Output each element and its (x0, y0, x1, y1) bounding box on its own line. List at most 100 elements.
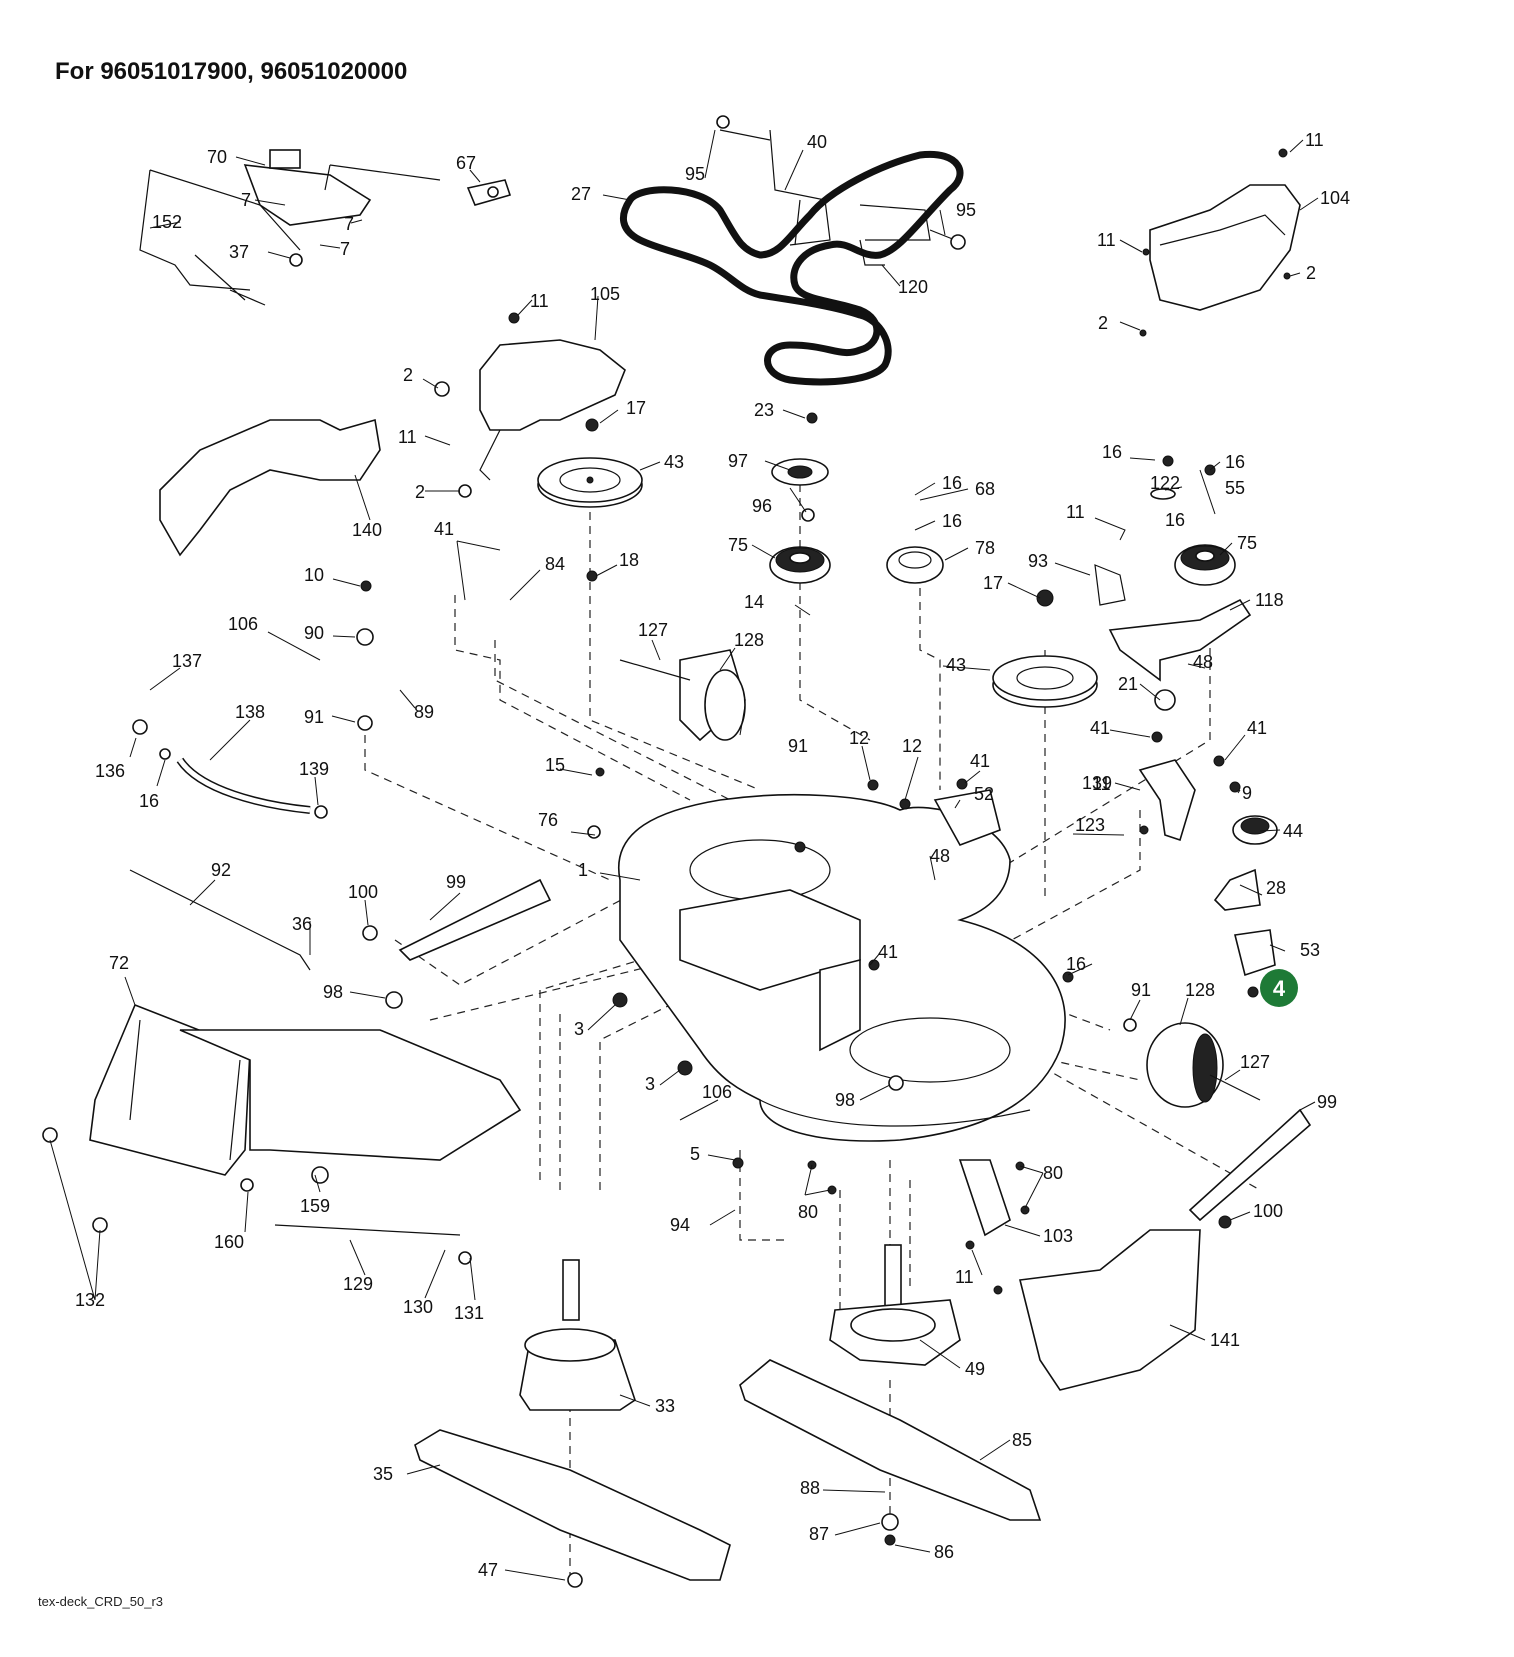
callout-label: 44 (1283, 821, 1303, 841)
callout-label: 138 (235, 702, 265, 722)
callout-label: 43 (664, 452, 684, 472)
callout-label: 132 (75, 1290, 105, 1310)
pulley-43-lower (992, 655, 1098, 708)
callout-label: 10 (304, 565, 324, 585)
callout-label: 2 (415, 482, 425, 502)
spindle-49 (829, 1244, 961, 1366)
callout-label: 27 (571, 184, 591, 204)
idler-97 (771, 458, 829, 486)
idler-75-left (769, 546, 831, 584)
callout-label: 41 (970, 751, 990, 771)
callout-label: 93 (1028, 551, 1048, 571)
callout-label: 91 (1131, 980, 1151, 1000)
callout-label: 128 (734, 630, 764, 650)
callout-label: 48 (930, 846, 950, 866)
callout-label: 16 (1102, 442, 1122, 462)
callout-label: 92 (211, 860, 231, 880)
rod-129 (274, 1224, 461, 1236)
callout-label: 128 (1185, 980, 1215, 1000)
callout-label: 48 (1193, 652, 1213, 672)
callout-label: 106 (702, 1082, 732, 1102)
discharge-chute-72 (89, 1003, 522, 1176)
callout-label: 16 (942, 511, 962, 531)
rod-92 (129, 869, 311, 971)
callout-label: 67 (456, 153, 476, 173)
callout-label: 2 (1098, 313, 1108, 333)
callout-label: 33 (655, 1396, 675, 1416)
callout-label: 16 (139, 791, 159, 811)
callout-label: 98 (323, 982, 343, 1002)
gauge-wheel-128-upper (619, 649, 746, 742)
callout-label: 86 (934, 1542, 954, 1562)
callout-label: 98 (835, 1090, 855, 1110)
callout-label: 14 (744, 592, 764, 612)
callout-label: 7 (344, 214, 354, 234)
callout-label: 70 (207, 147, 227, 167)
callout-label: 87 (809, 1524, 829, 1544)
callout-label: 9 (1242, 783, 1252, 803)
callout-label: 68 (975, 479, 995, 499)
deck-housing-1 (617, 793, 1066, 1142)
idler-bracket-118 (1108, 598, 1252, 711)
callout-label: 80 (798, 1202, 818, 1222)
callout-label: 96 (752, 496, 772, 516)
lift-linkage (139, 149, 441, 306)
callout-label: 7 (241, 190, 251, 210)
callout-label: 28 (1266, 878, 1286, 898)
callout-label: 118 (1255, 590, 1284, 610)
callout-label: 11 (530, 291, 549, 311)
callout-label: 7 (340, 239, 350, 259)
callout-label: 99 (1317, 1092, 1337, 1112)
callout-label: 41 (1090, 718, 1110, 738)
belt-guide-40-120 (716, 115, 966, 266)
callout-label: 95 (956, 200, 976, 220)
callout-label: 120 (898, 277, 928, 297)
assembly-dashed-lines (364, 470, 1261, 1580)
callout-label: 17 (983, 573, 1003, 593)
drive-belt (620, 150, 964, 386)
callout-label: 41 (434, 519, 454, 539)
callout-label: 76 (538, 810, 558, 830)
callout-label: 36 (292, 914, 312, 934)
callout-label: 139 (1082, 773, 1112, 793)
callout-label: 40 (807, 132, 827, 152)
highlight-badge: 4 (1260, 969, 1298, 1007)
callout-label: 3 (574, 1019, 584, 1039)
callout-label: 43 (946, 655, 966, 675)
callout-label: 12 (849, 728, 869, 748)
gauge-wheel-arm-99-right (1188, 1108, 1312, 1222)
callout-label: 84 (545, 554, 565, 574)
callout-label: 141 (1210, 1330, 1240, 1350)
spindle-33 (519, 1259, 636, 1411)
pulley-78 (886, 546, 944, 584)
callout-label: 16 (1066, 954, 1086, 974)
callout-label: 122 (1150, 473, 1180, 493)
callout-label: 127 (1240, 1052, 1270, 1072)
belt-cover-105 (479, 339, 626, 481)
callout-label: 41 (878, 942, 898, 962)
callout-label: 95 (685, 164, 705, 184)
idler-75-right (1174, 544, 1236, 586)
callout-label: 16 (942, 473, 962, 493)
baffle-141 (1019, 1229, 1201, 1391)
callout-label: 35 (373, 1464, 393, 1484)
callout-label: 16 (1165, 510, 1185, 530)
diagram-code: tex-deck_CRD_50_r3 (38, 1594, 164, 1609)
callout-label: 1 (578, 860, 588, 880)
callout-label: 127 (638, 620, 668, 640)
idler-44 (1232, 815, 1278, 845)
callout-label: 91 (304, 707, 324, 727)
mulch-plug-140 (159, 418, 381, 557)
callout-label: 99 (446, 872, 466, 892)
callout-label: 12 (902, 736, 922, 756)
gauge-wheel-arm-99-left (398, 878, 552, 961)
hardware-fasteners (42, 148, 1291, 1588)
blade-35 (414, 1429, 731, 1581)
callout-label: 130 (403, 1297, 433, 1317)
callout-label: 15 (545, 755, 565, 775)
callout-label: 21 (1118, 674, 1138, 694)
gauge-wheel-128-lower (1146, 1022, 1261, 1108)
callout-label: 11 (398, 427, 417, 447)
callout-label: 11 (1305, 130, 1324, 150)
